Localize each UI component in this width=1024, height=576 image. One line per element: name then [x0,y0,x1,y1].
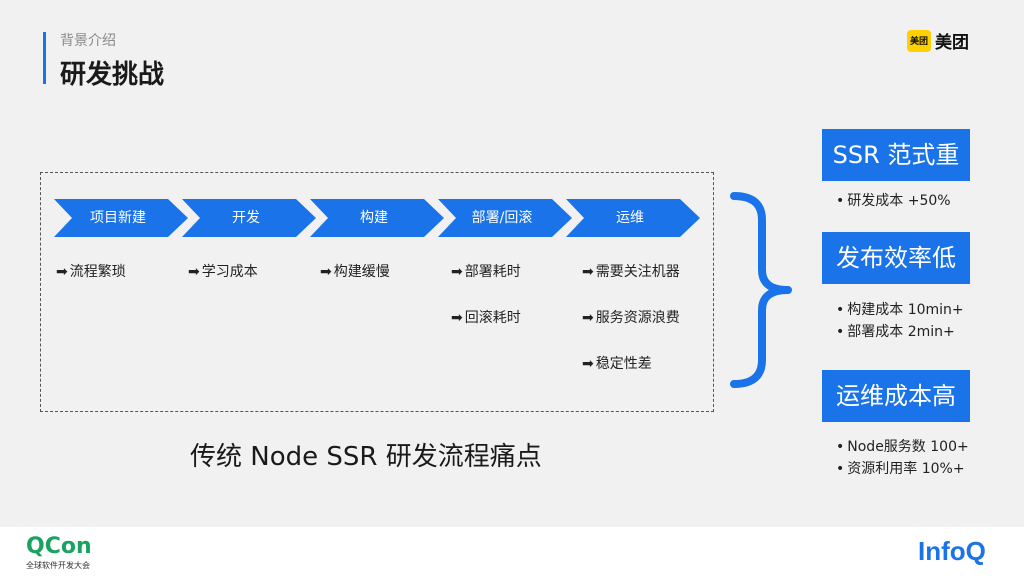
right-arrow-icon: ➡ [56,264,68,280]
right-arrow-icon: ➡ [451,264,463,280]
title-accent-bar [43,32,46,84]
section-label: 背景介绍 [60,33,116,49]
stage-label: 构建 [360,210,388,226]
meituan-logo: 美团 美团 [907,28,969,53]
qcon-subtitle: 全球软件开发大会 [26,561,90,570]
challenge-point: 资源利用率 10%+ [836,458,969,480]
right-arrow-icon: ➡ [320,264,332,280]
pain-point: ➡需要关注机器 [582,264,680,280]
qcon-logo: QCon 全球软件开发大会 [26,536,92,571]
challenge-points-ssr: 研发成本 +50% [836,190,950,212]
right-arrow-icon: ➡ [582,356,594,372]
footer-bar [0,527,1024,576]
challenge-point: 构建成本 10min+ [836,299,963,321]
challenge-point: 部署成本 2min+ [836,321,964,343]
challenge-card-release: 发布效率低 [822,232,970,284]
challenge-point: Node服务数 100+ [836,436,968,458]
stage-ops: 运维 [566,199,700,237]
right-arrow-icon: ➡ [582,310,594,326]
qcon-wordmark: QCon [26,534,92,559]
stage-chevron-shape [182,199,316,237]
challenge-points-ops: Node服务数 100+ 资源利用率 10%+ [836,436,969,480]
right-arrow-icon: ➡ [582,264,594,280]
diagram-caption: 传统 Node SSR 研发流程痛点 [190,442,542,472]
right-brace-icon [730,192,792,388]
stage-label: 项目新建 [90,210,146,226]
pain-point: ➡构建缓慢 [320,264,390,280]
stage-develop: 开发 [182,199,316,237]
infoq-logo: InfoQ [918,536,986,566]
stage-chevron-shape [310,199,444,237]
challenge-point: 研发成本 +50% [836,190,950,212]
stage-chevron-shape [54,199,188,237]
right-arrow-icon: ➡ [451,310,463,326]
stage-label: 部署/回滚 [471,210,533,226]
meituan-badge-icon: 美团 [907,29,931,52]
challenge-points-release: 构建成本 10min+ 部署成本 2min+ [836,299,964,343]
stage-chevron-shape [566,199,700,237]
pain-point: ➡学习成本 [188,264,258,280]
meituan-wordmark: 美团 [935,33,969,53]
stage-build: 构建 [310,199,444,237]
pain-point: ➡部署耗时 [451,264,521,280]
challenge-card-ops: 运维成本高 [822,370,970,422]
page-title: 研发挑战 [60,60,165,90]
pain-point: ➡稳定性差 [582,356,652,372]
stage-label: 开发 [232,210,260,226]
flow-frame [40,172,714,412]
stage-label: 运维 [616,210,644,226]
right-arrow-icon: ➡ [188,264,200,280]
stage-project-new: 项目新建 [54,199,188,237]
pain-point: ➡流程繁琐 [56,264,126,280]
stage-deploy-rollback: 部署/回滚 [438,199,572,237]
challenge-card-ssr: SSR 范式重 [822,129,970,181]
pain-point: ➡服务资源浪费 [582,310,680,326]
pain-point: ➡回滚耗时 [451,310,521,326]
stage-chevron-shape [438,199,572,237]
